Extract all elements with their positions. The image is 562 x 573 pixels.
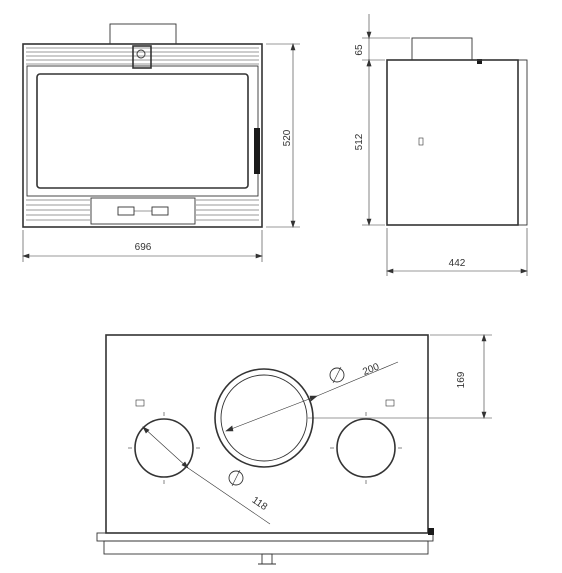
front-air-control-right: [151, 206, 169, 216]
side-view: 65 512 442: [354, 14, 528, 276]
top-right-vent: [336, 418, 396, 478]
top-marker-right: [385, 399, 395, 407]
side-body: [386, 59, 519, 226]
front-height-label: 520: [282, 129, 293, 146]
front-glass: [36, 73, 249, 189]
top-front-strip: [96, 532, 434, 542]
top-right-vent-ticks: [330, 412, 402, 484]
side-depth-label: 442: [449, 258, 466, 269]
top-flue-inner: [220, 374, 308, 462]
top-small-port-left: [228, 470, 244, 486]
top-vent-dimension: [142, 426, 271, 525]
top-front-base: [103, 540, 429, 555]
front-top-grille: [26, 47, 259, 65]
side-depth-dimension: [386, 228, 528, 276]
top-corner-marker: [428, 528, 434, 535]
front-view: 696 520: [22, 23, 300, 262]
front-latch-knob: [136, 49, 146, 59]
top-marker-left: [135, 399, 145, 407]
front-width-label: 696: [135, 242, 152, 253]
top-flue-dimension: [225, 361, 399, 432]
front-flue-collar: [109, 23, 177, 45]
front-door-frame: [26, 65, 259, 197]
side-flue-marker: [477, 59, 482, 64]
side-front-panel: [517, 59, 528, 226]
side-flue-collar: [411, 37, 473, 61]
front-bottom-grille: [26, 199, 259, 221]
top-small-port-right: [329, 367, 345, 383]
top-left-vent-ticks: [128, 412, 200, 484]
front-door-latch: [132, 45, 152, 69]
top-vent-label: 118: [250, 495, 270, 513]
top-flue-label: 200: [361, 361, 381, 378]
top-offset-label: 169: [456, 371, 467, 388]
side-top-offset-label: 65: [354, 44, 365, 56]
front-height-dimension: [266, 43, 300, 228]
front-body: [22, 43, 263, 228]
top-bottom-connector: [261, 553, 273, 565]
side-height-label: 512: [354, 133, 365, 150]
side-height-dimension: [362, 59, 385, 226]
top-left-vent: [134, 418, 194, 478]
top-offset-dimension: [308, 334, 492, 419]
top-view: 200 118: [96, 334, 492, 565]
front-width-dimension: [22, 230, 263, 262]
front-air-control-left: [117, 206, 135, 216]
side-top-offset-dimension: [362, 14, 410, 225]
front-hinge-bar: [254, 128, 260, 174]
side-indicator: [418, 137, 424, 146]
front-ash-drawer: [90, 197, 196, 225]
top-flue-outer: [214, 368, 314, 468]
